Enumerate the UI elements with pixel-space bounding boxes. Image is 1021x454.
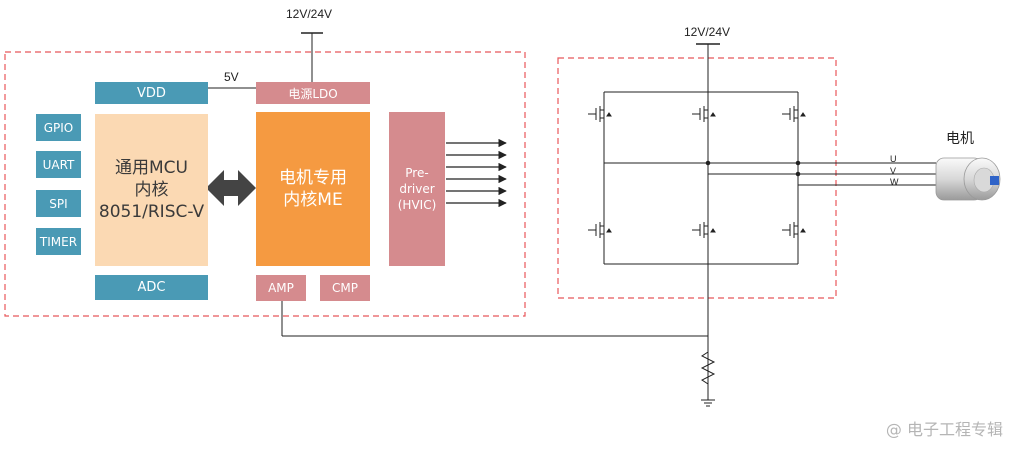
mcu-core-line3: 8051/RISC-V <box>98 202 205 222</box>
chip-boundary <box>4 51 526 317</box>
mcu-core-line2: 内核 <box>134 180 169 200</box>
five-volt-label: 5V <box>224 70 239 84</box>
phase-w-label: W <box>890 177 899 187</box>
motor-core-line2: 内核ME <box>283 190 343 210</box>
timer-pin: TIMER <box>36 228 81 255</box>
predriver-line3: (HVIC) <box>397 198 437 212</box>
predriver-line2: driver <box>399 182 435 196</box>
watermark: @ 电子工程专辑 <box>885 420 1003 439</box>
inverter-boundary <box>557 57 837 299</box>
motor-icon <box>935 157 1001 201</box>
ground-symbol <box>701 399 715 407</box>
inverter-bridge <box>603 91 936 400</box>
motor-label: 电机 <box>946 130 974 146</box>
mcu-core-line1: 通用MCU <box>115 158 188 178</box>
predriver-line1: Pre- <box>405 166 429 180</box>
phase-v-label: V <box>890 166 897 176</box>
predriver-block: Pre- driver (HVIC) <box>389 112 445 266</box>
mcu-core-block: 通用MCU 内核 8051/RISC-V <box>95 114 208 266</box>
motor-core-block: 电机专用 内核ME <box>256 112 370 266</box>
spi-pin: SPI <box>36 190 81 217</box>
predriver-outputs <box>446 138 507 208</box>
ldo-block: 电源LDO <box>256 82 370 104</box>
motor-core-line1: 电机专用 <box>279 168 347 188</box>
phase-u-label: U <box>890 154 897 164</box>
adc-block: ADC <box>95 275 208 300</box>
amp-block: AMP <box>256 275 306 301</box>
gpio-pin: GPIO <box>36 114 81 141</box>
uart-pin: UART <box>36 151 81 178</box>
cmp-block: CMP <box>320 275 370 301</box>
vdd-block: VDD <box>95 82 208 104</box>
supply-left-label: 12V/24V <box>286 7 333 21</box>
shunt-resistor <box>700 346 716 400</box>
bus-double-arrow <box>206 170 256 206</box>
supply-right-label: 12V/24V <box>684 25 731 39</box>
mosfets <box>588 106 806 238</box>
